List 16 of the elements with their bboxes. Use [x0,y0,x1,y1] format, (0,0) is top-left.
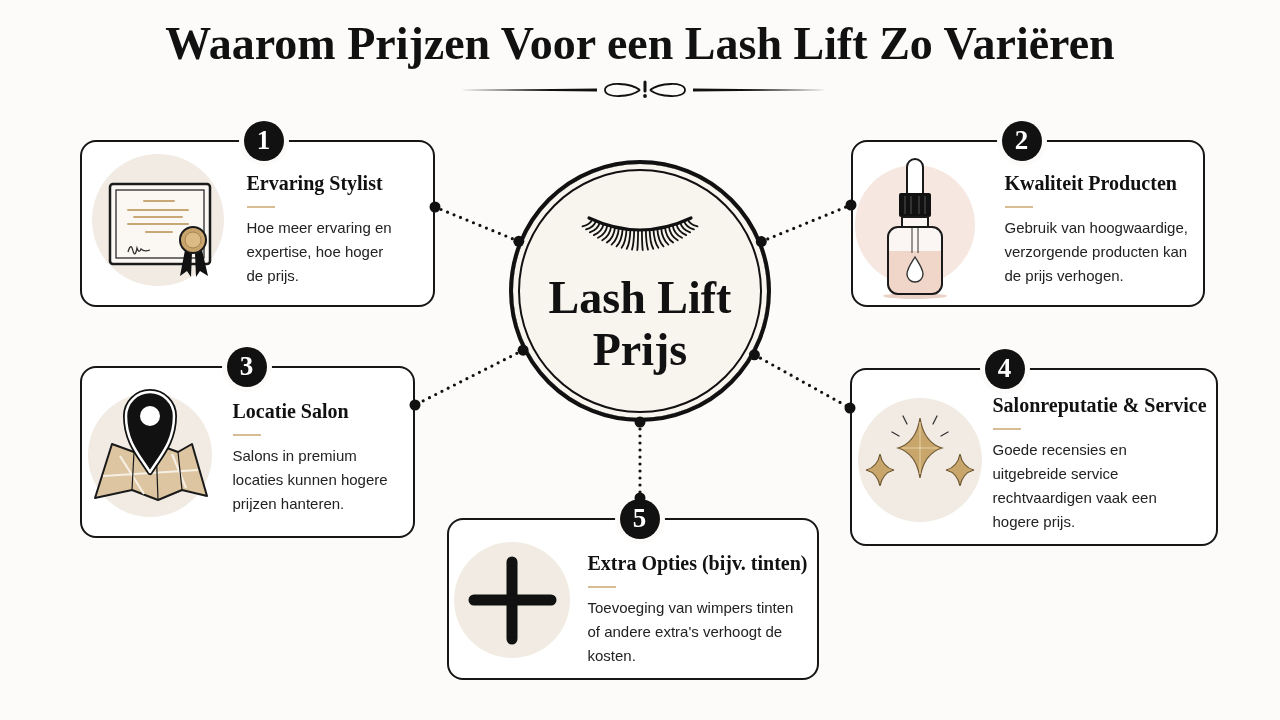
card-description: Goede recensies en uitgebreide service rechtvaardigen vaak een hogere prijs. [992,439,1158,532]
card-description: Gebruik van hoogwaardige, verzorgende producten kan de prijs verhogen. [1004,217,1189,286]
dotted-connector [748,349,856,414]
card-heading: Kwaliteit Producten [1004,170,1177,196]
card-heading: Ervaring Stylist [246,170,383,196]
dotted-connector [755,199,857,248]
card-description: Salons in premium locaties kunnen hogere prijzen hanteren. [232,445,389,514]
card-description: Toevoeging van wimpers tinten of andere extra's verhoogt de kosten. [587,597,795,666]
dotted-connector [409,344,529,411]
page-title: Waarom Prijzen Voor een Lash Lift Zo Variëren [165,17,1115,71]
card-heading: Extra Opties (bijv. tinten) [587,550,808,576]
center-title: Lash Lift Prijs [547,272,733,376]
dotted-connector [429,201,525,247]
card-description: Hoe meer ervaring en expertise, hoe hoger de prijs. [246,217,393,286]
card-heading: Locatie Salon [232,398,349,424]
card-heading: Salonreputatie & Service [992,392,1207,418]
